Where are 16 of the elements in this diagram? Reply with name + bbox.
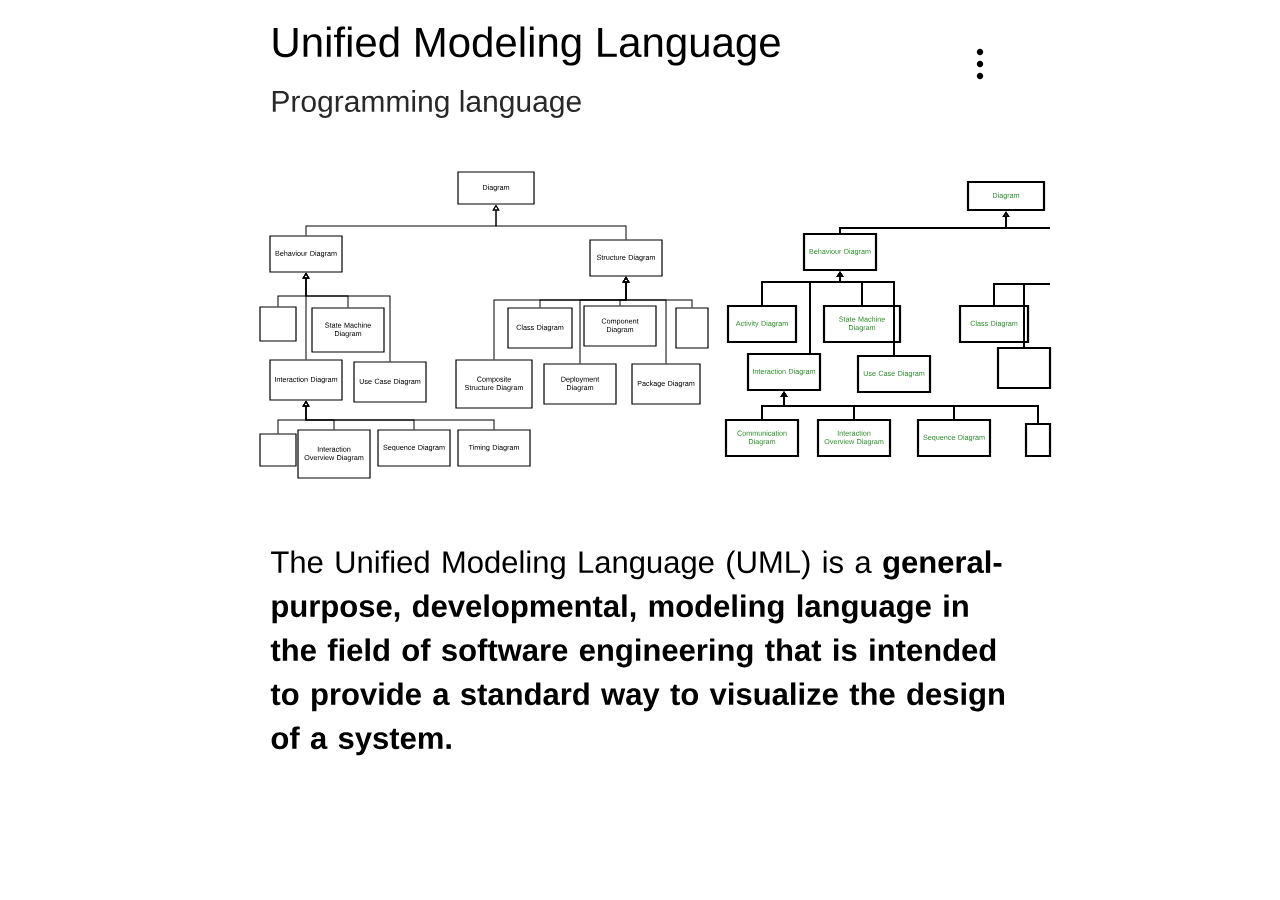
generalization-arrow <box>622 277 667 364</box>
description: The Unified Modeling Language (UML) is a general-purpose, developmental, modeling language in the field of software engineering that is intended to provide a standard way to visualize the design of a system. <box>270 550 1004 756</box>
generalization-arrow <box>1002 211 1051 229</box>
diagram-box <box>996 346 1052 390</box>
diagram-box <box>259 433 297 467</box>
diagram-box <box>259 306 297 342</box>
title: Unified Modeling Language <box>273 26 780 66</box>
generalization-arrow <box>302 273 391 362</box>
diagram-box <box>675 307 709 349</box>
generalization-arrow <box>780 391 1039 424</box>
generalization-arrow <box>492 205 627 240</box>
generalization-arrow <box>1023 283 1051 348</box>
generalization-arrow <box>302 401 495 430</box>
subtitle: Programming language <box>272 90 581 118</box>
diagram-box <box>1024 422 1052 458</box>
generalization-arrow <box>836 271 895 356</box>
